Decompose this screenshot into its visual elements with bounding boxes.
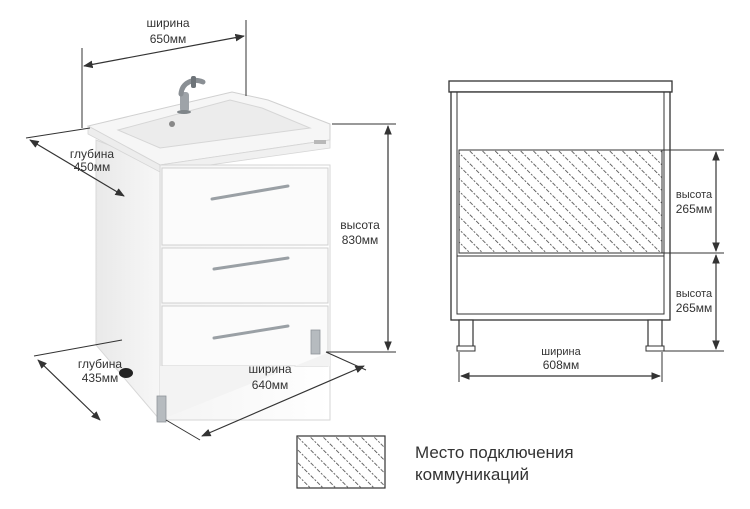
dim-value-inner-width: 608мм xyxy=(543,358,580,372)
dim-label-zone-upper: высота xyxy=(676,189,713,201)
dim-label-inner-width: ширина xyxy=(541,346,581,358)
drawing-leg-left xyxy=(458,319,474,349)
dim-value-height: 830мм xyxy=(342,233,379,247)
drain-hole xyxy=(169,121,175,127)
drawing-top-slab xyxy=(448,80,673,93)
dim-label-sink-width: ширина xyxy=(146,16,189,30)
dim-value-zone-lower: 265мм xyxy=(676,301,713,315)
drawer-1 xyxy=(161,167,329,246)
legend-line-1: Место подключения xyxy=(415,443,574,462)
dim-height: высота 830мм xyxy=(326,123,396,353)
dim-value-sink-depth: 450мм xyxy=(74,160,111,174)
dim-label-base-width: ширина xyxy=(248,362,291,376)
dim-label-sink-depth: глубина xyxy=(70,147,114,161)
technical-drawing xyxy=(448,80,673,352)
leg-back-left xyxy=(119,368,133,378)
legend-hatch-swatch xyxy=(296,435,386,489)
drawer-handle-2 xyxy=(212,256,290,271)
drawing-carcass-inner xyxy=(456,91,665,315)
drawer-handle-1 xyxy=(210,184,290,201)
faucet-icon xyxy=(177,76,206,114)
leg-front-right xyxy=(310,329,321,355)
dim-base-depth: глубина 435мм xyxy=(33,339,122,421)
leg-front-left xyxy=(156,395,167,423)
drawing-connection-zone xyxy=(458,149,663,254)
dim-value-base-width: 640мм xyxy=(252,378,289,392)
dim-sink-width: ширина 650мм xyxy=(81,16,247,128)
vanity-illustration xyxy=(86,76,331,423)
drawing-foot-left xyxy=(456,345,476,352)
dim-value-sink-width: 650мм xyxy=(150,32,187,46)
drawing-foot-right xyxy=(645,345,665,352)
drawing-leg-right xyxy=(647,319,663,349)
dim-value-base-depth: 435мм xyxy=(82,371,119,385)
dim-zone-upper: высота 265мм xyxy=(676,151,720,252)
dim-sink-depth: глубина 450мм xyxy=(25,127,125,197)
sink-basin xyxy=(116,99,312,149)
dim-value-zone-upper: 265мм xyxy=(676,202,713,216)
legend-line-2: коммуникаций xyxy=(415,465,530,484)
drawer-handle-3 xyxy=(212,324,290,340)
dim-zone-lower: высота 265мм xyxy=(676,254,720,350)
brand-logo xyxy=(314,140,326,144)
dim-label-base-depth: глубина xyxy=(78,357,122,371)
dim-inner-width: ширина 608мм xyxy=(458,346,663,382)
drawer-3 xyxy=(161,305,329,367)
dim-label-zone-lower: высота xyxy=(676,288,713,300)
legend-label: Место подключения коммуникаций xyxy=(415,442,574,486)
dim-zone-extensions xyxy=(662,149,724,352)
dim-base-width: ширина 640мм xyxy=(165,351,367,441)
dim-label-height: высота xyxy=(340,218,380,232)
drawer-2 xyxy=(161,247,329,304)
